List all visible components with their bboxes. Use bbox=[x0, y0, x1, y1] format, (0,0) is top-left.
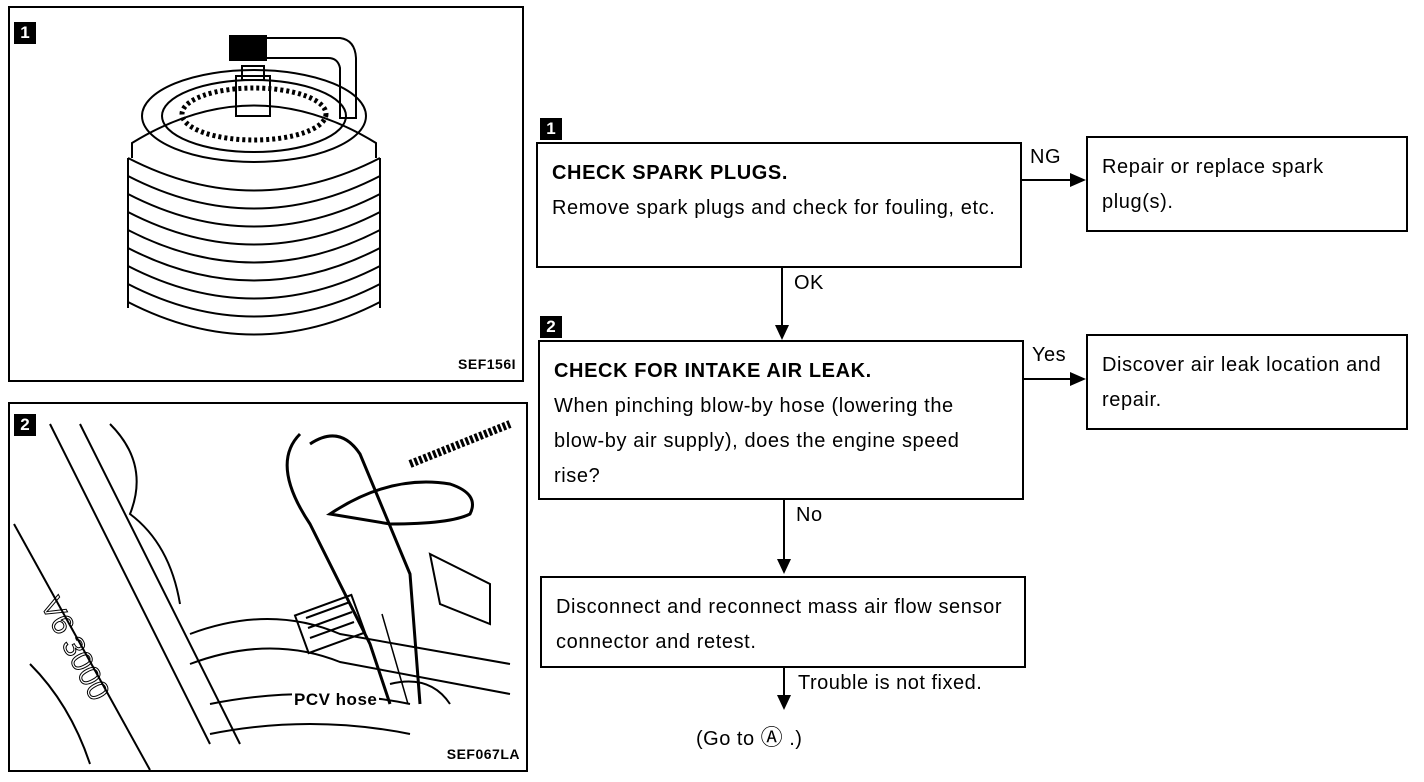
figure-1-badge: 1 bbox=[14, 22, 36, 44]
figure-pcv-hose: 2 V6 3000 bbox=[8, 402, 528, 772]
figure-2-badge: 2 bbox=[14, 414, 36, 436]
goto-suffix: .) bbox=[789, 728, 803, 750]
step-2-title: CHECK FOR INTAKE AIR LEAK. bbox=[554, 360, 872, 382]
figure-2-code: SEF067LA bbox=[446, 746, 520, 762]
step-2-badge: 2 bbox=[540, 316, 562, 338]
ok-arrow-line bbox=[781, 268, 783, 330]
no-arrow-line bbox=[783, 500, 785, 564]
result-arrow-line bbox=[783, 668, 785, 700]
spark-plug-illustration bbox=[127, 35, 381, 336]
yes-action-text: Discover air leak location and repair. bbox=[1102, 354, 1382, 411]
step-1-title: CHECK SPARK PLUGS. bbox=[552, 162, 789, 184]
step-1-badge: 1 bbox=[540, 118, 562, 140]
pcv-hose-callout: PCV hose bbox=[292, 690, 380, 710]
yes-arrow-line bbox=[1024, 378, 1076, 380]
figure-1-code: SEF156I bbox=[458, 356, 516, 372]
goto-prefix: (Go to bbox=[696, 728, 755, 750]
step-1-text: Remove spark plugs and check for fouling… bbox=[552, 197, 996, 219]
figure-spark-plug: 1 SEF156I bbox=[8, 6, 524, 382]
yes-action-box: Discover air leak location and repair. bbox=[1086, 334, 1408, 430]
svg-text:V6 3000: V6 3000 bbox=[34, 592, 116, 706]
ng-arrow-line bbox=[1022, 179, 1076, 181]
ng-action-text: Repair or replace spark plug(s). bbox=[1102, 156, 1324, 213]
step-1-box: CHECK SPARK PLUGS. Remove spark plugs an… bbox=[536, 142, 1022, 268]
ng-label: NG bbox=[1030, 146, 1061, 168]
engine-bay-illustration: V6 3000 bbox=[13, 420, 512, 771]
no-label: No bbox=[796, 504, 823, 526]
goto-reference: (Go to Ⓐ .) bbox=[696, 720, 802, 752]
yes-label: Yes bbox=[1032, 344, 1067, 366]
goto-symbol: Ⓐ bbox=[760, 725, 784, 750]
step-3-box: Disconnect and reconnect mass air flow s… bbox=[540, 576, 1026, 668]
step-2-text: When pinching blow-by hose (lowering the… bbox=[554, 395, 960, 487]
step-3-text: Disconnect and reconnect mass air flow s… bbox=[556, 596, 1003, 653]
result-label: Trouble is not fixed. bbox=[798, 672, 983, 694]
ng-action-box: Repair or replace spark plug(s). bbox=[1086, 136, 1408, 232]
step-2-box: CHECK FOR INTAKE AIR LEAK. When pinching… bbox=[538, 340, 1024, 500]
ok-label: OK bbox=[794, 272, 824, 294]
